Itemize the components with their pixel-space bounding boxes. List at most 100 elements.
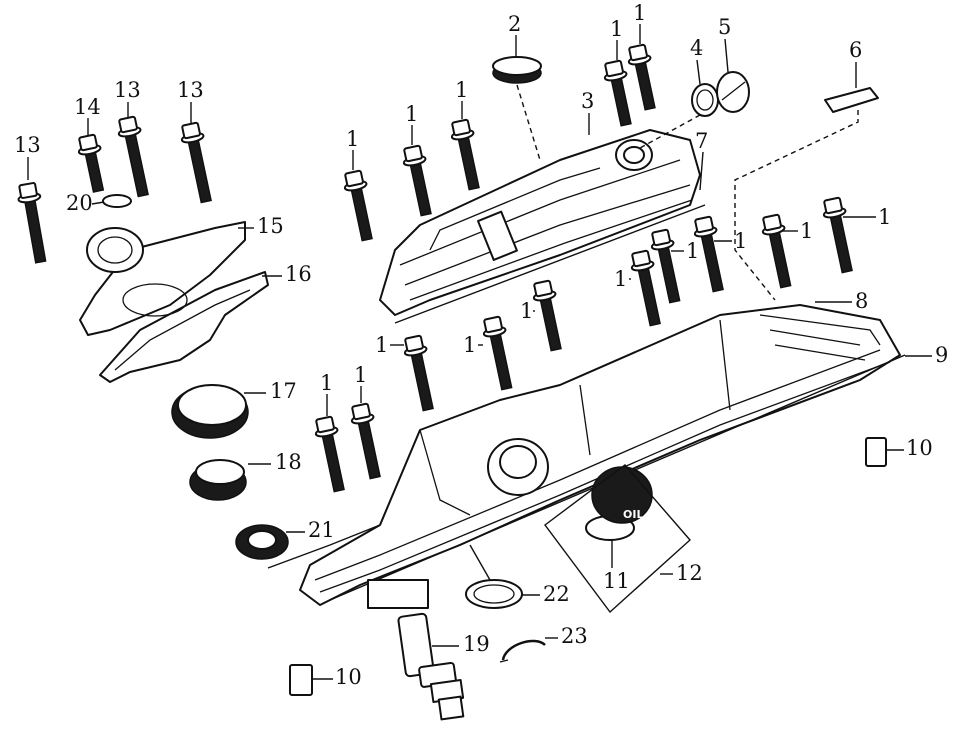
bolt-part-1 [693,215,724,293]
callout-5: 5 [718,15,731,39]
bolt-shank [356,416,381,480]
bolt-head [762,213,782,232]
callout-1: 1 [346,127,359,151]
bolt-shank [699,229,724,293]
bolt-part-1 [650,228,681,304]
bolt-shank [456,132,480,191]
callout-2: 2 [508,12,521,36]
callout-9: 9 [935,343,948,367]
bolt-shank [408,158,432,217]
callout-13a: 13 [14,133,41,157]
callout-10a: 10 [906,436,933,460]
bolt-head [181,121,201,140]
bolt-part-1 [761,213,792,289]
callout-12: 12 [676,561,703,585]
callout-4: 4 [690,36,703,60]
bolt-head [628,43,648,62]
callout-17: 17 [270,379,297,403]
callout-22: 22 [543,582,570,606]
bolt-part-1 [314,415,345,493]
callout-14: 14 [74,95,101,119]
bolt-head [118,115,138,134]
callout-16: 16 [285,262,312,286]
part-20-washer [102,194,132,208]
bolt-shank [656,242,681,304]
bolt-head [18,182,38,199]
bolt-head [604,59,624,78]
callout-1: 1 [610,17,623,41]
bolt-part-13 [117,115,149,198]
callout-7: 7 [695,129,708,153]
bolt-shank [609,73,632,127]
bolt-shank [186,135,212,204]
part-3-upper-cover [379,129,706,324]
part-4-washer [691,83,719,117]
bolt-head [694,215,714,234]
callout-18: 18 [275,450,302,474]
bolt-shank [636,263,661,327]
callout-1: 1 [734,229,747,253]
bolt-head [404,334,424,353]
part-16-gasket [99,271,269,383]
callout-13c: 13 [177,78,204,102]
bolt-part-1 [532,279,562,352]
part-22-o-ring [465,544,523,609]
bolt-head [823,196,843,215]
bolt-head [315,415,335,434]
callout-23: 23 [561,624,588,648]
bolt-head [483,315,503,334]
bolt-part-13 [180,121,212,204]
bolt-shank [83,147,105,193]
callout-19: 19 [463,632,490,656]
bolt-shank [828,210,853,274]
bolt-head [631,249,651,268]
callout-1: 1 [520,299,533,323]
bolt-part-1 [482,315,513,391]
bolt-shank [123,129,149,198]
callout-1: 1 [633,1,646,25]
part-12-frame [544,464,691,614]
callout-1: 1 [354,363,367,387]
callout-1: 1 [614,267,627,291]
part-15-housing [79,221,246,336]
bolt-part-1 [630,249,661,327]
bolt-shank [767,227,792,289]
bolt-part-1 [603,59,632,127]
bolt-head [403,144,423,163]
callout-3: 3 [581,89,594,113]
bolt-part-1 [627,43,656,111]
bolt-shank [320,429,345,493]
bolt-head [351,402,371,421]
part-17-cover [171,384,249,439]
bolt-head [651,228,671,247]
bolt-head [451,118,471,137]
bolt-head [78,133,98,152]
callout-1: 1 [405,102,418,126]
bolt-shank [488,329,513,391]
part-19-sensor [397,612,465,721]
part-2-plug [492,56,542,161]
oil-cap-text-2: OIL [623,508,643,521]
callout-21: 21 [308,518,335,542]
callout-1: 1 [455,78,468,102]
bolt-part-1 [402,144,432,217]
part-18-screw-cap [189,459,247,501]
part-21-seal [235,524,381,569]
bolt-part-1 [343,169,373,242]
bolt-part-13 [77,133,105,193]
callout-1: 1 [375,333,388,357]
callout-13b: 13 [114,78,141,102]
part-10-dowel-a [865,437,887,467]
part-11-oil-cap: OIL [585,466,653,541]
part-10-dowel-b [289,664,313,696]
part-23-clip [499,639,546,663]
bolt-head [344,169,364,188]
part-9-lower-cover [299,304,906,609]
bolt-shank [409,348,434,412]
callout-1: 1 [878,205,891,229]
callout-15: 15 [257,214,284,238]
callout-labels: 2 3 4 5 6 7 8 9 10 10 11 12 13 13 13 14 … [14,12,948,689]
bolt-shank [538,293,562,352]
bolt-part-1 [403,334,434,412]
bolt-part-1 [822,196,853,274]
